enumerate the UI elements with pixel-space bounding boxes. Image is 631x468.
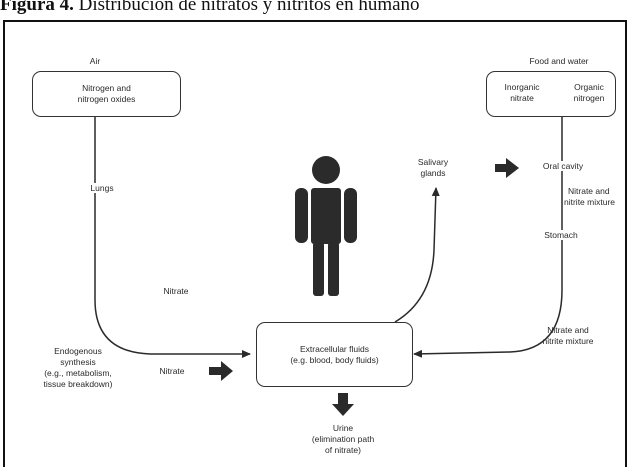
food-inorganic-line1: Inorganic [504,82,540,92]
endogenous-line2: synthesis [60,357,96,367]
nitrate-nitrite-upper-line2: nitrite mixture [564,197,616,207]
food-water-box: Inorganic nitrate Organic nitrogen [486,71,616,117]
food-organic-line2: nitrogen [573,93,605,103]
nitrate-left-label: Nitrate [159,366,185,376]
oral-cavity-label: Oral cavity [533,161,593,171]
urine-line1: Urine [332,423,354,433]
caption-text: Distribución de nitratos y nitritos en h… [78,0,420,15]
diagram-frame [3,20,627,467]
food-to-ecf-connector [413,117,563,358]
air-source-box: Nitrogen and nitrogen oxides [32,71,181,117]
human-figure-icon [295,156,357,296]
figure-caption: Figura 4. Distribución de nitratos y nit… [0,0,631,18]
extracellular-fluids-box: Extracellular fluids (e.g. blood, body f… [256,322,413,387]
air-box-line1: Nitrogen and [82,83,131,93]
food-organic-line1: Organic [574,82,604,92]
ecf-line1: Extracellular fluids [300,344,369,354]
ecf-line2: (e.g. blood, body fluids) [290,355,379,365]
air-label: Air [89,56,101,66]
endogenous-line4: tissue breakdown) [43,379,113,389]
endogenous-line1: Endogenous [54,346,102,356]
endogenous-line3: (e.g., metabolism, [44,368,112,378]
food-inorganic-line2: nitrate [510,93,534,103]
salivary-line2: glands [420,168,446,178]
ecf-to-salivary-connector [394,187,440,323]
nitrate-mid-label: Nitrate [163,286,189,296]
stomach-label: Stomach [537,230,585,240]
nitrate-nitrite-lower-line2: nitrite mixture [542,336,594,346]
urine-line3: of nitrate) [325,445,361,455]
salivary-line1: Salivary [417,157,449,167]
right-block-arrow-icon [495,158,519,178]
right-block-arrow-icon [209,361,233,381]
down-block-arrow-icon [332,393,354,416]
nitrate-nitrite-lower-line1: Nitrate and [547,325,589,335]
air-box-line2: nitrogen oxides [77,94,136,104]
urine-line2: (elimination path [311,434,375,444]
caption-prefix: Figura 4. [0,0,74,15]
nitrate-nitrite-upper-line1: Nitrate and [568,186,610,196]
food-water-label: Food and water [529,56,589,66]
lungs-label: Lungs [82,183,122,193]
air-to-ecf-connector [94,117,251,358]
